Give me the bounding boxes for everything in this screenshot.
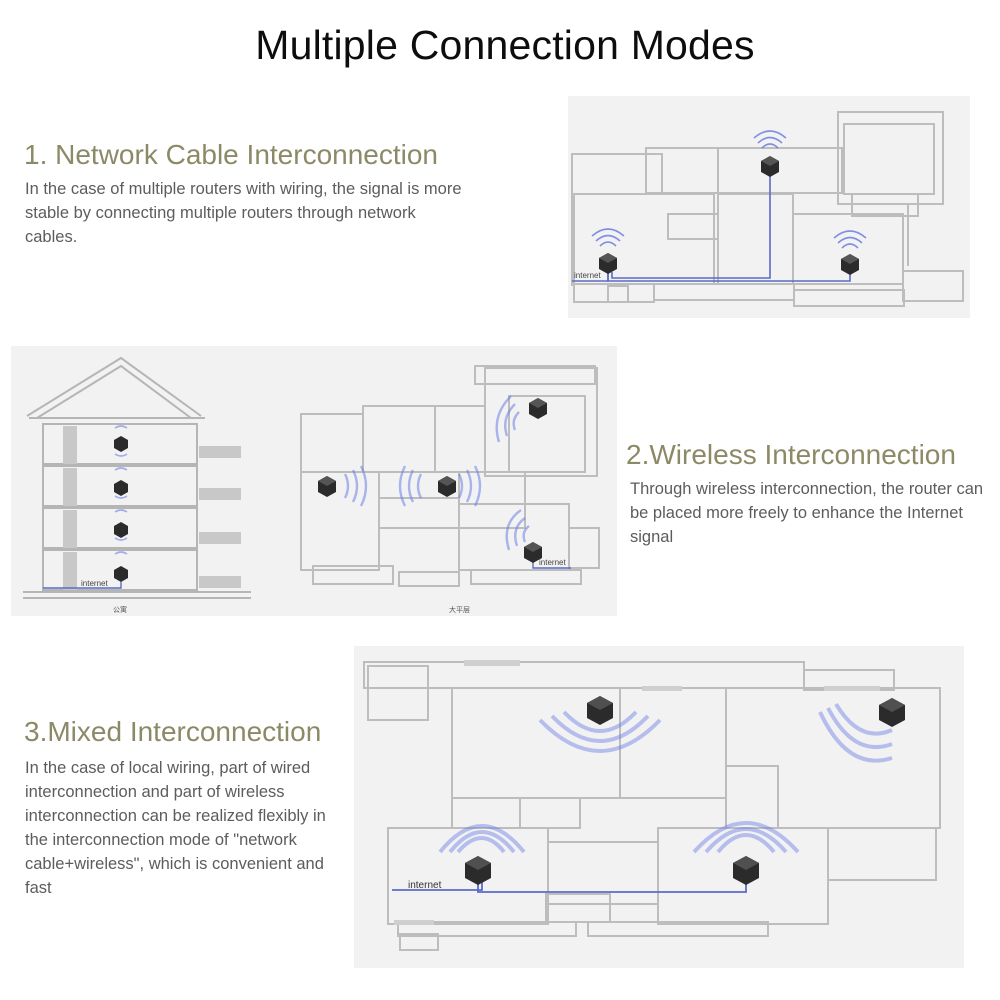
internet-label-3: internet	[408, 880, 442, 891]
diagram-wireless: internet 公寓	[11, 346, 617, 616]
caption-floor: 大平层	[449, 605, 470, 614]
diagram-cable-floorplan: internet	[568, 96, 970, 318]
page-title: Multiple Connection Modes	[255, 22, 755, 68]
diagram-mixed: internet	[354, 646, 964, 968]
internet-label-2a: internet	[81, 579, 108, 588]
internet-label-1: internet	[574, 271, 601, 280]
section-3-heading: 3.Mixed Interconnection	[24, 716, 322, 747]
section-3-description: In the case of local wiring, part of wir…	[25, 759, 326, 897]
section-2-description: Through wireless interconnection, the ro…	[630, 480, 984, 546]
section-1-heading: 1. Network Cable Interconnection	[24, 139, 438, 170]
caption-apartment: 公寓	[113, 605, 127, 614]
internet-label-2b: internet	[539, 558, 566, 567]
section-2-heading: 2.Wireless Interconnection	[626, 439, 956, 470]
section-1-description: In the case of multiple routers with wir…	[25, 180, 462, 246]
